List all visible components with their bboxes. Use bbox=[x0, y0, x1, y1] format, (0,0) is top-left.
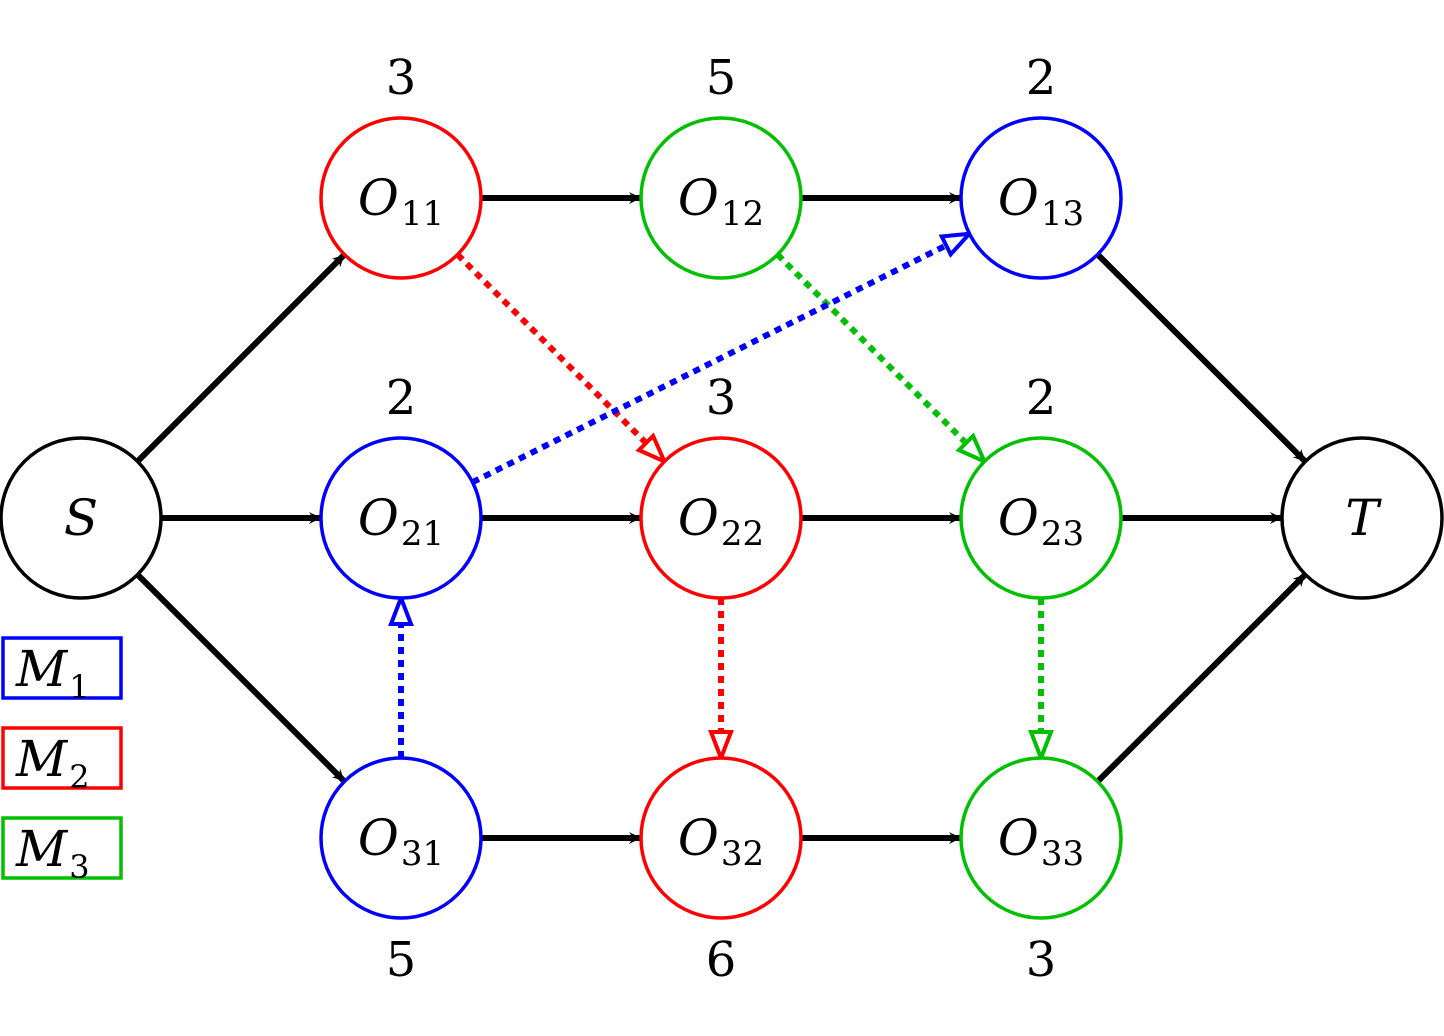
node-O33: O33 bbox=[959, 756, 1123, 920]
edge-S-O11 bbox=[135, 253, 346, 464]
node-label-O33: O33 bbox=[998, 809, 1084, 874]
edge-O13-T bbox=[1095, 252, 1307, 463]
node-O23: O23 bbox=[959, 436, 1123, 600]
node-O22: O22 bbox=[639, 436, 803, 600]
duration-O12: 5 bbox=[706, 50, 737, 106]
disjunctive-edge-O22-O32 bbox=[708, 598, 734, 764]
conjunctive-edges bbox=[135, 192, 1307, 844]
node-O32: O32 bbox=[639, 756, 803, 920]
disjunctive-edge-O11-O22 bbox=[455, 252, 669, 466]
node-label-T: T bbox=[1345, 489, 1382, 547]
duration-O13: 2 bbox=[1026, 50, 1057, 106]
svg-text:M2: M2 bbox=[15, 730, 90, 796]
node-O21: O21 bbox=[319, 436, 483, 600]
disjunctive-edge-O21-O13 bbox=[471, 231, 975, 485]
node-label-O21: O21 bbox=[358, 489, 444, 554]
node-label-S: S bbox=[64, 489, 98, 547]
node-label-O12: O12 bbox=[678, 169, 764, 234]
legend-item-M3: M3 bbox=[1, 816, 123, 886]
edge-S-O31 bbox=[135, 572, 346, 783]
node-O12: O12 bbox=[639, 116, 803, 280]
processing-times: 3 5 2 2 3 2 5 6 3 bbox=[386, 50, 1057, 988]
node-label-O31: O31 bbox=[358, 809, 444, 874]
svg-text:M1: M1 bbox=[15, 640, 90, 706]
node-O13: O13 bbox=[959, 116, 1123, 280]
node-label-O32: O32 bbox=[678, 809, 764, 874]
duration-O22: 3 bbox=[706, 370, 737, 426]
node-label-O22: O22 bbox=[678, 489, 764, 554]
svg-text:M3: M3 bbox=[15, 820, 90, 886]
node-T: T bbox=[1280, 436, 1444, 600]
duration-O31: 5 bbox=[386, 932, 417, 988]
legend-item-M2: M2 bbox=[1, 726, 123, 796]
node-S: S bbox=[0, 436, 163, 600]
disjunctive-edge-O23-O33 bbox=[1028, 598, 1054, 764]
disjunctive-edges bbox=[388, 231, 1054, 764]
node-label-O23: O23 bbox=[998, 489, 1084, 554]
duration-O32: 6 bbox=[706, 932, 737, 988]
duration-O11: 3 bbox=[386, 50, 417, 106]
edge-O33-T bbox=[1095, 573, 1307, 784]
node-label-O13: O13 bbox=[998, 169, 1084, 234]
duration-O23: 2 bbox=[1026, 370, 1057, 426]
node-O31: O31 bbox=[319, 756, 483, 920]
legend-item-M1: M1 bbox=[1, 636, 123, 706]
disjunctive-edge-O12-O23 bbox=[775, 252, 989, 466]
node-O11: O11 bbox=[319, 116, 483, 280]
duration-O33: 3 bbox=[1026, 932, 1057, 988]
node-label-O11: O11 bbox=[358, 169, 444, 234]
duration-O21: 2 bbox=[386, 370, 417, 426]
disjunctive-edge-O31-O21 bbox=[388, 592, 414, 758]
